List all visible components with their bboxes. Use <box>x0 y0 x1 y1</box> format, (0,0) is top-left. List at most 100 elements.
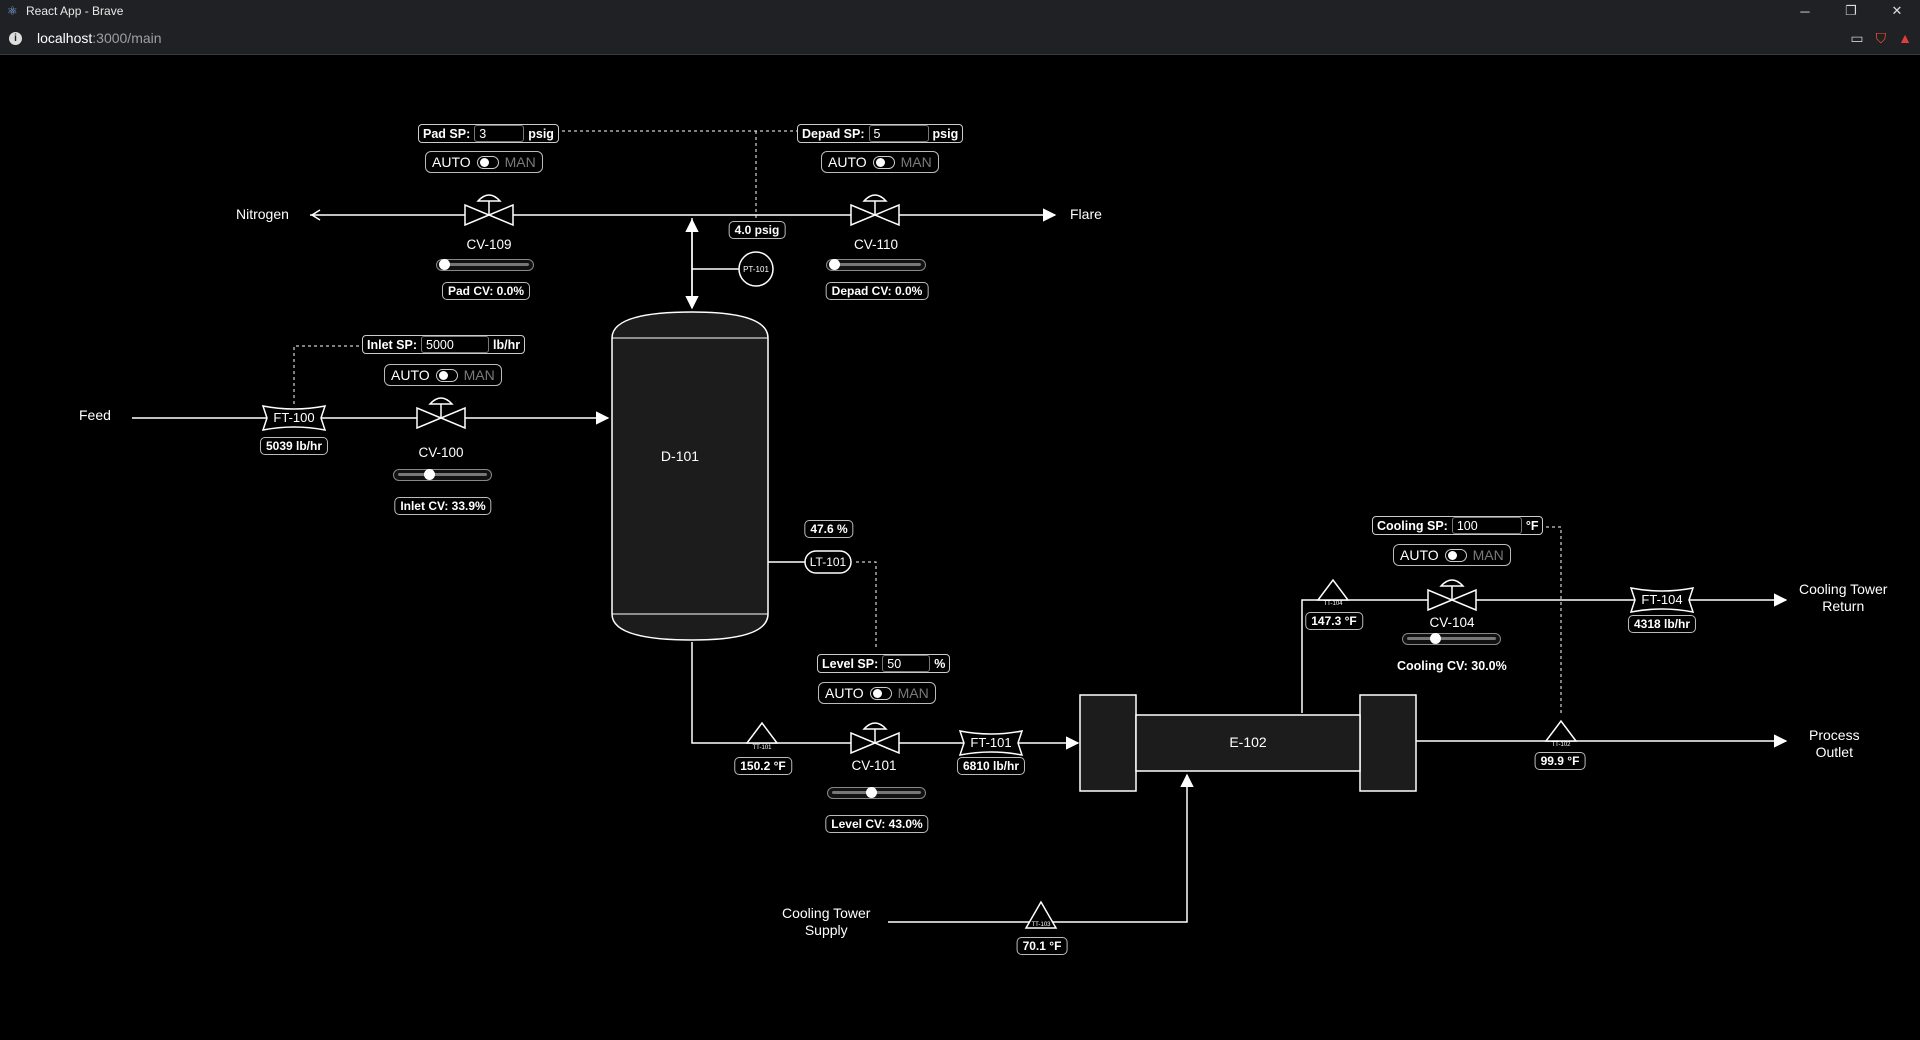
level-man-label: MAN <box>897 685 929 701</box>
pad-sp-input[interactable]: 3 <box>474 125 525 142</box>
stream-label-flare: Flare <box>1070 206 1102 222</box>
ft104-value: 4318 lb/hr <box>1627 615 1697 633</box>
cooling-auto-label: AUTO <box>1400 547 1439 563</box>
inlet-setpoint: Inlet SP: 5000 lb/hr <box>362 335 526 354</box>
pad-sp-unit: psig <box>528 126 554 141</box>
inlet-auto-label: AUTO <box>391 367 430 383</box>
stream-label-nitrogen: Nitrogen <box>236 206 289 222</box>
inlet-man-label: MAN <box>463 367 495 383</box>
tt104-value: 147.3 °F <box>1305 612 1363 630</box>
drum-d101[interactable] <box>611 311 769 641</box>
site-info-icon[interactable]: i <box>9 31 22 45</box>
drum-label: D-101 <box>661 448 699 464</box>
brave-rewards-icon[interactable]: ▲ <box>1898 30 1912 46</box>
ft104-symbol[interactable] <box>1629 587 1695 613</box>
depad-sp-input[interactable]: 5 <box>868 125 929 142</box>
cv101-tag: CV-101 <box>851 758 897 773</box>
cv110-slider-knob[interactable] <box>829 259 840 270</box>
cv100-valve-symbol[interactable] <box>416 397 466 430</box>
cast-icon[interactable]: ▭ <box>1850 30 1864 46</box>
minimize-button[interactable]: ─ <box>1800 3 1810 19</box>
level-auto-label: AUTO <box>825 685 864 701</box>
lt101-value: 47.6 % <box>804 520 854 538</box>
depad-mode-toggle[interactable]: AUTO MAN <box>821 151 939 173</box>
level-toggle-switch[interactable] <box>869 686 892 700</box>
level-mode-toggle[interactable]: AUTO MAN <box>818 682 936 704</box>
cv110-valve-symbol[interactable] <box>850 194 900 227</box>
tt101-symbol-tag: TT-101 <box>752 745 772 751</box>
cv100-slider-knob[interactable] <box>424 469 436 480</box>
cv109-slider-track <box>441 263 529 266</box>
cooling-supply-line <box>888 773 1194 923</box>
cv104-slider[interactable] <box>1402 633 1501 645</box>
restore-button[interactable]: ❐ <box>1845 3 1857 18</box>
ft104-symbol-tag: FT-104 <box>1641 592 1682 607</box>
pad-mode-toggle[interactable]: AUTO MAN <box>425 151 543 173</box>
cv109-valve-symbol[interactable] <box>464 194 514 227</box>
cv104-slider-knob[interactable] <box>1429 633 1441 644</box>
tt104-symbol-tag: TT-104 <box>1323 601 1343 607</box>
ft101-value: 6810 lb/hr <box>956 757 1026 775</box>
level-signal-line <box>856 561 877 650</box>
tt101-value: 150.2 °F <box>734 757 792 775</box>
depad-toggle-switch[interactable] <box>872 155 895 169</box>
cv101-slider[interactable] <box>827 787 926 799</box>
cv100-slider[interactable] <box>393 469 492 481</box>
ft101-symbol-tag: FT-101 <box>970 735 1011 750</box>
tt103-symbol[interactable] <box>1024 900 1058 929</box>
inlet-sp-unit: lb/hr <box>493 337 521 352</box>
level-sp-unit: % <box>934 656 946 671</box>
drum-outlet-line <box>691 642 1080 750</box>
exchanger-label: E-102 <box>1229 734 1267 750</box>
url-host: localhost <box>37 30 93 46</box>
cv110-slider[interactable] <box>826 259 926 271</box>
stream-label-cooling-tower-return: Cooling Tower Return <box>1799 581 1888 614</box>
pt101-value: 4.0 psig <box>728 221 786 239</box>
ft100-symbol[interactable] <box>261 405 327 431</box>
tt101-symbol[interactable] <box>745 721 779 744</box>
exchanger-e102[interactable] <box>1079 694 1417 792</box>
cooling-return-line <box>1301 593 1788 713</box>
tt104-symbol[interactable] <box>1316 578 1350 601</box>
cv101-output: Level CV: 43.0% <box>825 815 929 833</box>
cv104-tag: CV-104 <box>1429 615 1475 630</box>
level-sp-input[interactable]: 50 <box>882 655 931 672</box>
react-app-icon: ⚛ <box>7 4 18 18</box>
cooling-sp-label: Cooling SP: <box>1377 518 1448 533</box>
cooling-sp-input[interactable]: 100 <box>1451 517 1522 534</box>
cv100-tag: CV-100 <box>418 445 464 460</box>
inlet-toggle-switch[interactable] <box>435 368 458 382</box>
brave-shields-icon[interactable]: ⛉ <box>1875 30 1887 46</box>
cv109-tag: CV-109 <box>466 237 512 252</box>
cv101-valve-symbol[interactable] <box>850 722 900 755</box>
cooling-signal-line <box>1534 526 1562 716</box>
depad-sp-label: Depad SP: <box>802 126 865 141</box>
tt102-symbol[interactable] <box>1544 719 1578 742</box>
cv101-slider-knob[interactable] <box>865 787 877 798</box>
pad-auto-label: AUTO <box>432 154 471 170</box>
close-button[interactable]: ✕ <box>1891 3 1903 18</box>
pad-setpoint: Pad SP: 3 psig <box>418 124 559 143</box>
cooling-toggle-switch[interactable] <box>1444 548 1467 562</box>
pt101-symbol[interactable] <box>738 251 774 287</box>
inlet-mode-toggle[interactable]: AUTO MAN <box>384 364 502 386</box>
cv104-slider-track <box>1407 637 1496 640</box>
url-text[interactable]: localhost:3000/main <box>37 30 162 46</box>
tt103-symbol-tag: TT-103 <box>1031 922 1051 928</box>
cooling-sp-unit: °F <box>1525 518 1539 533</box>
ft101-symbol[interactable] <box>958 730 1024 756</box>
cooling-mode-toggle[interactable]: AUTO MAN <box>1393 544 1511 566</box>
cv104-output: Cooling CV: 30.0% <box>1397 659 1507 673</box>
address-bar[interactable]: i localhost:3000/main ▭ ⛉ ▲ <box>0 22 1920 55</box>
cv104-valve-symbol[interactable] <box>1427 579 1477 612</box>
cv109-slider[interactable] <box>436 259 534 271</box>
inlet-sp-input[interactable]: 5000 <box>421 336 490 353</box>
window-titlebar: ⚛ React App - Brave ─ ❐ ✕ <box>0 0 1920 22</box>
lt101-symbol[interactable] <box>804 550 852 574</box>
window-title: React App - Brave <box>26 4 124 18</box>
url-path: :3000/main <box>92 30 162 46</box>
pad-toggle-switch[interactable] <box>476 155 499 169</box>
cv100-slider-track <box>398 473 487 476</box>
ft100-symbol-tag: FT-100 <box>273 410 314 425</box>
cv109-slider-knob[interactable] <box>439 259 450 270</box>
